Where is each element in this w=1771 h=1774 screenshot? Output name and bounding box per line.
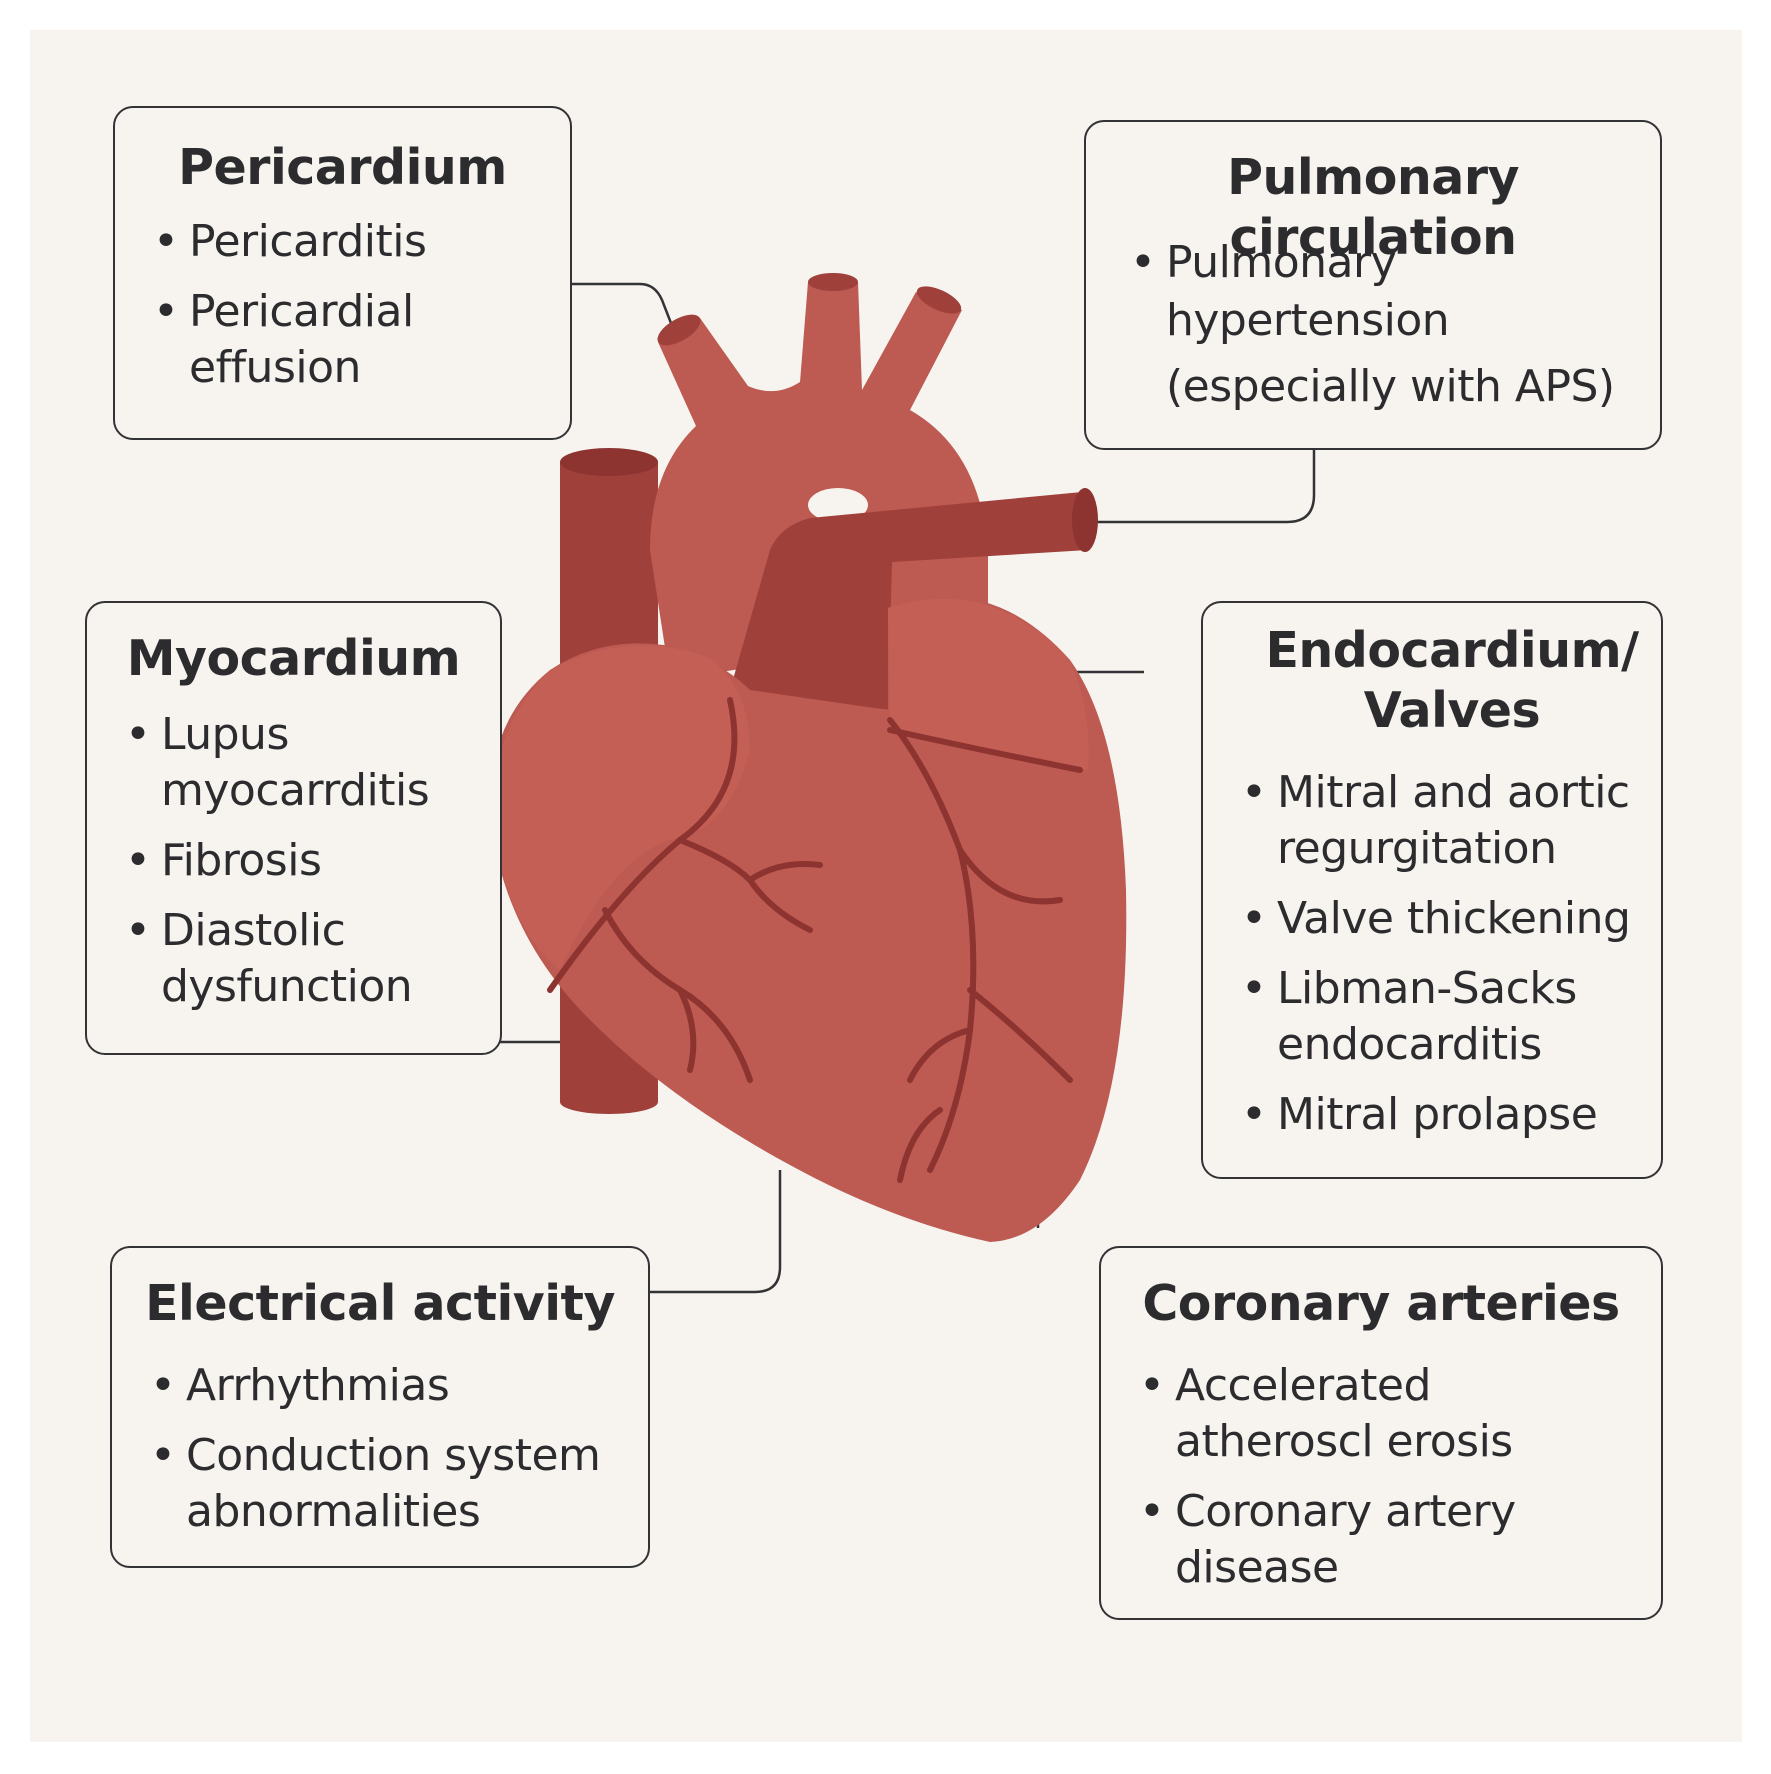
bullet-list: Pulmonary hypertension (especially with …	[1130, 234, 1615, 430]
box-pericardium: Pericardium Pericarditis Pericardialeffu…	[113, 106, 572, 440]
coronary-vessels	[547, 697, 1083, 1183]
heart-illustration	[333, 273, 1316, 1294]
list-item: Valve thickening	[1241, 891, 1631, 947]
box-title: Coronary arteries	[1142, 1275, 1620, 1332]
list-item: Pulmonary hypertension (especially with …	[1130, 234, 1615, 416]
box-title: Electrical activity	[145, 1275, 615, 1332]
bullet-list: Arrhythmias Conduction systemabnormaliti…	[150, 1358, 601, 1554]
list-item: Arrhythmias	[150, 1358, 600, 1414]
list-item: Pericarditis	[153, 214, 427, 270]
box-endocardium-valves: Endocardium/ Valves Mitral and aorticreg…	[1201, 601, 1663, 1179]
heart-body	[489, 596, 1127, 1242]
box-title: Pericardium	[178, 139, 507, 196]
pulmonary-trunk	[730, 488, 1098, 710]
box-electrical-activity: Electrical activity Arrhythmias Conducti…	[110, 1246, 650, 1568]
box-title: Myocardium	[126, 630, 461, 687]
box-pulmonary-circulation: Pulmonary circulation Pulmonary hyperten…	[1084, 120, 1662, 450]
list-item: Mitral prolapse	[1241, 1087, 1630, 1143]
diagram-canvas: Pericardium Pericarditis Pericardialeffu…	[30, 30, 1742, 1742]
connector-pulmonary	[1092, 440, 1316, 524]
connector-electrical	[650, 1170, 782, 1294]
box-title: Endocardium/ Valves	[1265, 622, 1639, 739]
connector-pericardium	[572, 282, 678, 337]
aortic-arch	[650, 273, 988, 680]
list-item: Fibrosis	[125, 833, 429, 889]
